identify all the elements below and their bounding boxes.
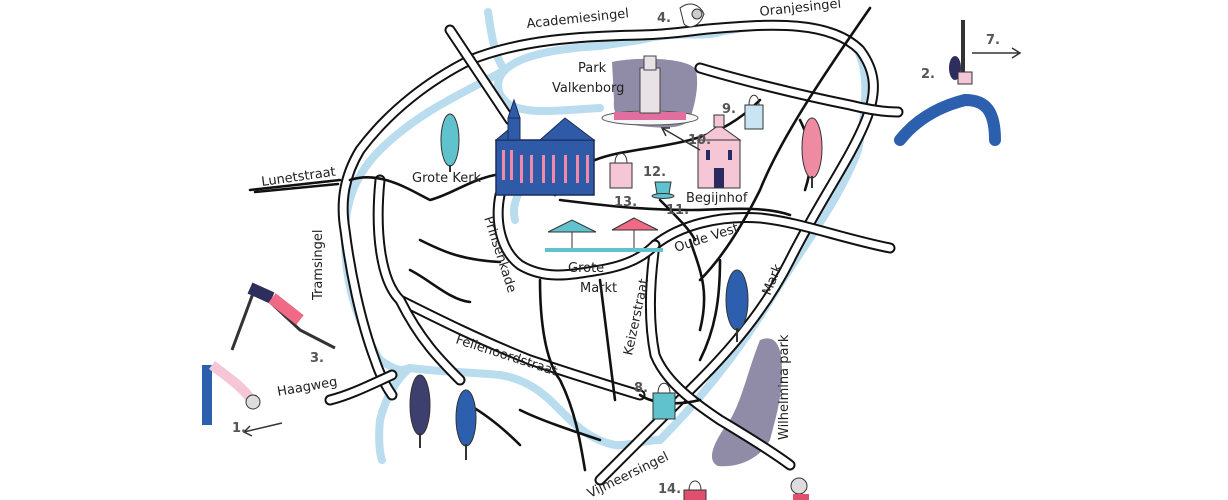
- landmark-label-park-line1: Park: [578, 61, 607, 76]
- begijnhof-chapel-icon[interactable]: [696, 114, 742, 189]
- shopping-bag-8-icon[interactable]: [652, 382, 676, 420]
- marker-10: 10.: [688, 133, 711, 148]
- marker-8: 8.: [634, 381, 648, 396]
- marker-2: 2.: [921, 67, 935, 82]
- tree-blue-icon: [725, 269, 749, 342]
- tree-navy-icon: [409, 374, 431, 448]
- shopping-bag-14-icon[interactable]: [683, 480, 707, 500]
- street-label-academiesingel: Academiesingel: [526, 6, 630, 32]
- landmark-label-grote-kerk: Grote Kerk: [412, 171, 482, 186]
- wilhelmina-park-area: [711, 338, 782, 467]
- marker-1: 1.: [232, 421, 246, 436]
- street-label-tramsingel: Tramsingel: [311, 230, 326, 302]
- main-roads: [324, 19, 904, 486]
- marker-12: 12.: [643, 165, 666, 180]
- marker-3: 3.: [310, 351, 324, 366]
- landmark-label-grote-markt-line1: Grote: [568, 261, 604, 276]
- yoga-figure-downward-dog-icon: [230, 282, 336, 351]
- arrow-to-monument-icon: [660, 127, 701, 151]
- landmark-label-begijnhof: Begijnhof: [686, 191, 748, 206]
- marker-7: 7.: [986, 33, 1000, 48]
- grote-kerk-cathedral-icon[interactable]: [494, 98, 596, 196]
- area-label-wilhelmina-park: Wilhelmina park: [777, 334, 792, 440]
- arrow-southwest-icon: [242, 422, 283, 437]
- tree-teal-icon: [440, 113, 460, 172]
- marker-14: 14.: [658, 482, 681, 497]
- shopping-bag-13-icon[interactable]: [609, 152, 633, 189]
- marker-13: 13.: [614, 195, 637, 210]
- marker-4: 4.: [657, 11, 671, 26]
- tree-blue-2-icon: [455, 389, 477, 460]
- yoga-figure-bottom-icon: [790, 477, 809, 500]
- shopping-bag-9-icon[interactable]: [744, 94, 764, 130]
- landmark-label-park-line2: Valkenborg: [552, 81, 624, 96]
- arrow-east-icon: [972, 47, 1022, 59]
- grote-markt-umbrellas-icon: [545, 217, 663, 252]
- yoga-figure-warrior-icon: [894, 20, 1001, 146]
- street-label-oranjesingel: Oranjesingel: [759, 0, 842, 20]
- tree-pink-icon: [801, 117, 823, 188]
- yoga-figure-seated-icon: [679, 3, 705, 28]
- marker-9: 9.: [722, 102, 736, 117]
- marker-11: 11.: [666, 203, 689, 218]
- coffee-cup-icon[interactable]: [651, 181, 675, 199]
- yoga-figure-forward-fold-icon: [202, 361, 261, 425]
- landmark-label-grote-markt-line2: Markt: [580, 281, 617, 296]
- park-valkenborg-monument-icon[interactable]: [601, 55, 699, 126]
